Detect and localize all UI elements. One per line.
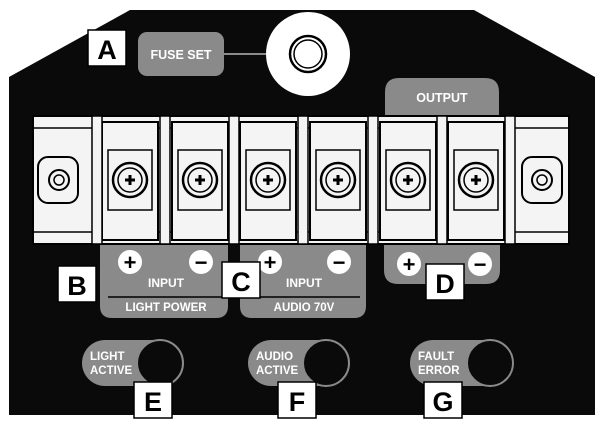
output-label-bg [385,78,499,115]
block-separator [436,115,448,245]
audio-active-indicator [248,339,350,387]
terminal-screw-3[interactable] [249,161,287,199]
audio-plus-symbol-bg [258,250,282,274]
output-minus-symbol: − [474,252,487,277]
left-mount-hole-inner [53,174,65,186]
terminal-screw-2[interactable] [181,161,219,199]
fault-error-label-line2: ERROR [418,365,460,377]
fuse-set-label-bg [138,32,224,76]
light-plus-symbol-bg [118,250,142,274]
marker-f-letter: F [289,387,306,417]
fault-error-indicator [410,339,514,387]
light-active-label-line1: LIGHT [90,351,125,363]
light-active-label-line2: ACTIVE [90,365,133,377]
fuse-cap[interactable] [288,34,328,74]
block-separator [504,115,516,245]
light-minus-symbol: − [195,250,208,275]
light-minus-symbol-bg [189,250,213,274]
light-input-label: INPUT [148,276,185,290]
audio-minus-symbol-bg [327,250,351,274]
right-mount-hole-inner [536,174,548,186]
terminal-screw-6[interactable] [457,161,495,199]
marker-f: F [277,381,317,419]
terminal-screw-5[interactable] [389,161,427,199]
block-separator [228,115,240,245]
block-separator [297,115,309,245]
block-separator [367,115,379,245]
marker-c: C [221,261,261,299]
output-label: OUTPUT [416,91,468,105]
audio-input-label: INPUT [286,276,323,290]
marker-e-letter: E [144,387,162,417]
marker-d: D [425,263,465,301]
terminal-screw-4[interactable] [319,161,357,199]
fuse-set-label: FUSE SET [150,48,211,62]
left-mount-hole [48,169,70,191]
marker-g-letter: G [432,387,453,417]
marker-c-letter: C [231,267,251,297]
block-separator [159,115,171,245]
marker-a-letter: A [97,35,117,65]
marker-d-letter: D [435,269,455,299]
fuse-cap-inner [293,39,323,69]
light-power-caption: LIGHT POWER [125,302,207,314]
block-separator [91,115,103,245]
marker-a: A [87,29,127,67]
light-plus-symbol: + [124,250,137,275]
audio-minus-symbol: − [333,250,346,275]
audio-plus-symbol: + [264,250,277,275]
marker-b: B [57,265,97,303]
right-mount-hole [531,169,553,191]
marker-b-letter: B [67,271,87,301]
output-plus-symbol-bg [397,252,421,276]
terminal-screw-1[interactable] [111,161,149,199]
output-plus-symbol: + [403,252,416,277]
audio-active-label-line1: AUDIO [256,351,293,363]
light-active-indicator [82,339,184,387]
marker-g: G [423,381,463,419]
output-minus-symbol-bg [468,252,492,276]
audio-active-label-line2: ACTIVE [256,365,299,377]
marker-e: E [133,381,173,419]
fault-error-label-line1: FAULT [418,351,454,363]
audio-70v-caption: AUDIO 70V [274,302,335,314]
